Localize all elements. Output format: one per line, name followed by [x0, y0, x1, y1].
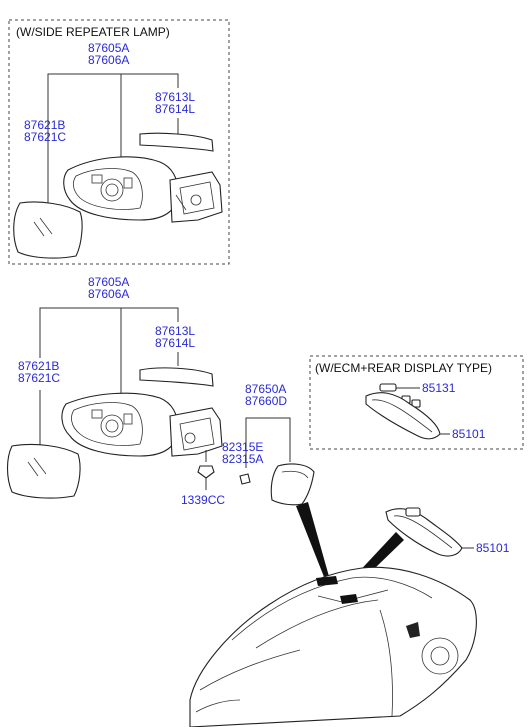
top-mirror-glass — [13, 201, 83, 259]
clip-part — [239, 473, 251, 485]
mid-mirror-assy-label-b: 87606A — [88, 287, 129, 301]
top-mirror-glass-label-a: 87621B — [24, 118, 65, 132]
ecm-rear-display-box — [309, 355, 524, 450]
mid-mirror-glass — [6, 443, 81, 499]
screw-label: 1339CC — [181, 493, 225, 507]
screw-part — [197, 450, 215, 490]
mid-repeater-lamp-label-a: 87613L — [155, 324, 195, 338]
side-repeater-lamp-caption: (W/SIDE REPEATER LAMP) — [16, 25, 170, 39]
mid-leader-lines — [39, 307, 179, 446]
inside-mirror-part — [385, 507, 474, 557]
mid-mirror-glass-label-b: 87621C — [18, 371, 60, 385]
ecm-mirror-part — [365, 392, 450, 440]
mid-mirror-housing — [61, 392, 223, 457]
cover-leader-lines — [245, 417, 291, 468]
top-mirror-assy-label-a: 87605A — [88, 41, 129, 55]
ecm-bulb-part — [379, 383, 421, 408]
ecm-rear-display-caption: (W/ECM+REAR DISPLAY TYPE) — [315, 361, 492, 375]
top-repeater-lamp-label-b: 87614L — [155, 102, 195, 116]
side-repeater-lamp-box — [8, 19, 230, 265]
inside-mirror-label: 85101 — [476, 541, 510, 555]
ecm-bulb-label: 85131 — [422, 381, 456, 395]
cover-label-a: 87650A — [245, 382, 286, 396]
clip-label-b: 82315A — [222, 452, 263, 466]
top-repeater-lamp-label-a: 87613L — [155, 90, 195, 104]
top-mirror-assy-label-b: 87606A — [88, 53, 129, 67]
car-illustration — [189, 566, 477, 727]
top-leader-lines — [47, 73, 179, 205]
clip-label-a: 82315E — [222, 440, 263, 454]
top-mirror-housing — [63, 156, 223, 223]
ecm-mirror-label: 85101 — [452, 427, 486, 441]
mid-repeater-lamp-label-b: 87614L — [155, 336, 195, 350]
mid-mirror-assy-label-a: 87605A — [88, 275, 129, 289]
mirror-cover-part — [270, 463, 315, 506]
mid-mirror-glass-label-a: 87621B — [18, 359, 59, 373]
top-repeater-lamp — [139, 132, 214, 152]
top-mirror-glass-label-b: 87621C — [24, 130, 66, 144]
mid-repeater-lamp — [139, 367, 214, 387]
cover-label-b: 87660D — [245, 394, 287, 408]
